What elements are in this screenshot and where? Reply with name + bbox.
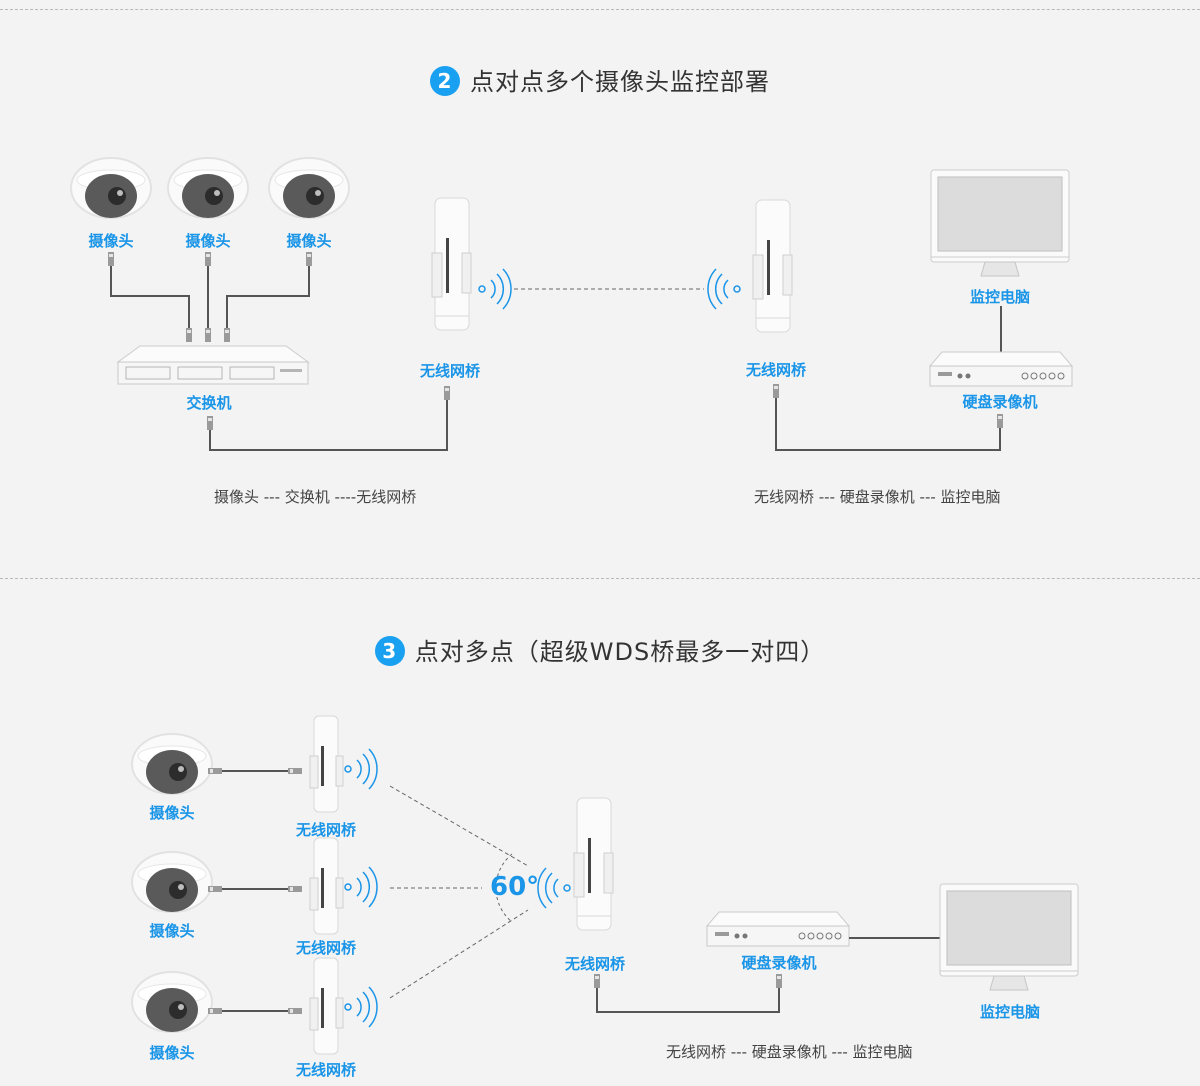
s3-camera-3 [131, 971, 213, 1033]
top-divider [0, 9, 1200, 10]
section2-title-text: 点对点多个摄像头监控部署 [470, 68, 770, 96]
s3-bridge-nvr-cable [596, 986, 780, 1013]
s3-ap-bridge-label: 无线网桥 [564, 955, 626, 973]
s3-monitor-label: 监控电脑 [979, 1003, 1041, 1021]
s3-camera-label-3: 摄像头 [149, 1044, 195, 1062]
s2-camera-label-2: 摄像头 [185, 232, 231, 250]
s2-bridge-right [752, 199, 793, 333]
section3-number-badge: 3 [374, 636, 405, 666]
s3-client-signal-3 [344, 986, 378, 1028]
s3-nvr-label: 硬盘录像机 [741, 954, 817, 972]
s2-camera-cables [110, 266, 310, 332]
s3-camera-label-1: 摄像头 [149, 804, 195, 822]
s2-switch-label: 交换机 [186, 394, 232, 412]
s2-camera-label-1: 摄像头 [88, 232, 134, 250]
s3-client-bridge-label-1: 无线网桥 [295, 821, 357, 839]
s3-caption: 无线网桥 --- 硬盘录像机 --- 监控电脑 [666, 1043, 913, 1061]
s2-monitor [930, 169, 1070, 277]
s3-client-bridge-1 [309, 715, 344, 813]
s3-angle-label: 60° [490, 872, 540, 902]
s2-bridge-nvr-cable [775, 396, 1001, 451]
section2-number-badge: 2 [430, 66, 460, 96]
s3-ap-signal [537, 867, 571, 909]
s2-caption-right: 无线网桥 --- 硬盘录像机 --- 监控电脑 [754, 488, 1001, 506]
s2-switch [117, 345, 309, 385]
section2-title: 2 点对点多个摄像头监控部署 [0, 62, 1200, 97]
s2-switch-to-bridge-cable [209, 396, 448, 451]
s3-nvr [706, 911, 850, 947]
s3-camera-label-2: 摄像头 [149, 922, 195, 940]
s3-client-signal-1 [344, 748, 378, 790]
s3-client-bridge-2 [309, 837, 344, 935]
s2-camera-2 [167, 157, 249, 219]
s2-signal-right [707, 268, 741, 310]
s3-wireless-links [389, 785, 529, 999]
s3-camera-2 [131, 851, 213, 913]
s2-signal-left [478, 268, 512, 310]
s2-camera-3 [268, 157, 350, 219]
s3-client-signal-2 [344, 866, 378, 908]
s2-caption-left: 摄像头 --- 交换机 ----无线网桥 [214, 488, 417, 506]
s3-client-bridge-label-3: 无线网桥 [295, 1061, 357, 1079]
s2-bridge-right-label: 无线网桥 [745, 361, 807, 379]
s3-ap-bridge [573, 797, 614, 931]
s2-monitor-label: 监控电脑 [969, 288, 1031, 306]
middle-divider [0, 578, 1200, 579]
s2-nvr [929, 351, 1073, 387]
s3-angle-arc [495, 853, 513, 923]
section3-title-text: 点对多点（超级WDS桥最多一对四） [414, 638, 826, 666]
s3-camera-cables [222, 770, 290, 1012]
s3-client-bridge-label-2: 无线网桥 [295, 939, 357, 957]
s2-camera-1 [70, 157, 152, 219]
s3-camera-1 [131, 733, 213, 795]
s3-monitor [939, 883, 1079, 991]
s2-nvr-label: 硬盘录像机 [962, 393, 1038, 411]
s3-client-bridge-3 [309, 957, 344, 1055]
section3-title: 3 点对多点（超级WDS桥最多一对四） [0, 632, 1200, 667]
s2-bridge-left-label: 无线网桥 [419, 362, 481, 380]
s2-camera-label-3: 摄像头 [286, 232, 332, 250]
s2-bridge-left [431, 197, 472, 331]
